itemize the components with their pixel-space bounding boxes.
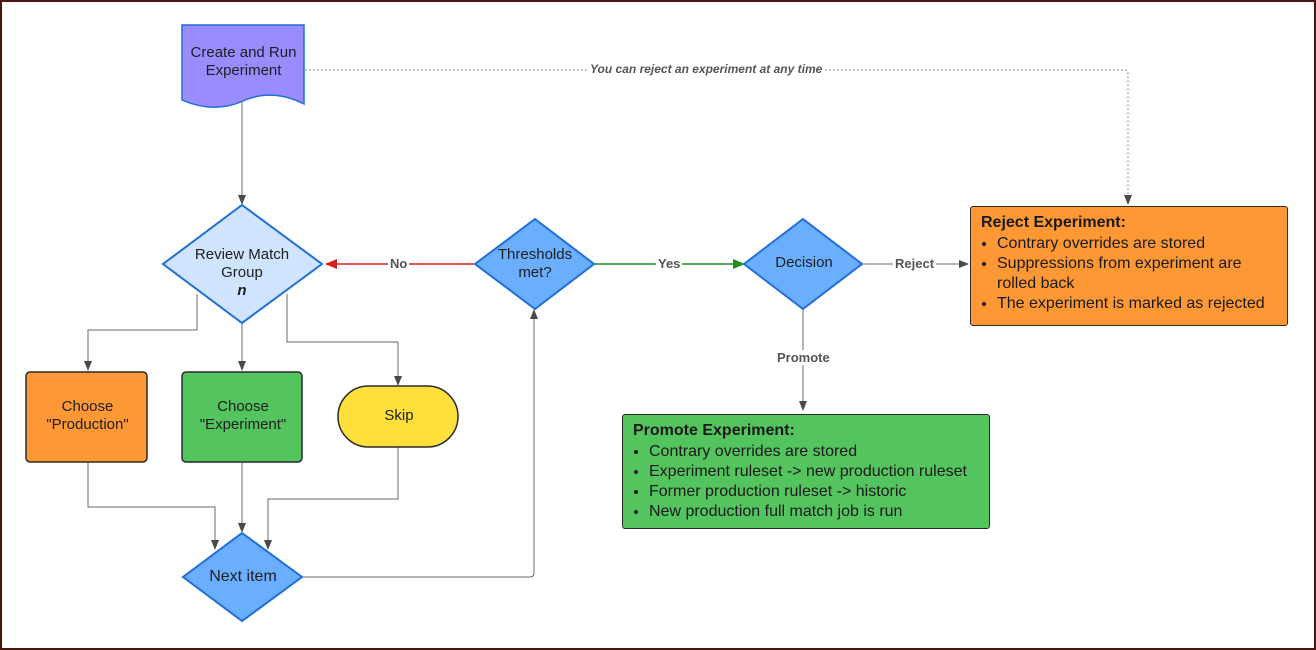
promote-panel-title: Promote Experiment: — [633, 422, 795, 439]
promote-panel-list: Contrary overrides are stored Experiment… — [633, 442, 979, 522]
reject-item: The experiment is marked as rejected — [997, 294, 1277, 314]
skip-terminator — [337, 385, 459, 448]
edge-production-to-next — [87, 462, 219, 550]
edge-review-to-skip — [286, 294, 402, 386]
promote-experiment-panel: Promote Experiment: Contrary overrides a… — [622, 414, 990, 529]
edge-label-no: No — [388, 256, 410, 271]
edge-label-promote: Promote — [775, 350, 832, 365]
create-run-document-shape — [181, 24, 305, 108]
promote-item: Former production ruleset -> historic — [649, 482, 979, 502]
choose-production-box — [25, 371, 148, 463]
reject-experiment-panel: Reject Experiment: Contrary overrides ar… — [970, 206, 1288, 326]
thresholds-diamond — [473, 217, 596, 311]
promote-item: Contrary overrides are stored — [649, 442, 979, 462]
promote-item: New production full match job is run — [649, 502, 979, 522]
edge-skip-to-next — [264, 447, 399, 550]
edge-label-reject: Reject — [893, 256, 937, 271]
edge-reject-any-time — [305, 69, 1132, 205]
decision-diamond — [742, 217, 864, 311]
reject-item: Suppressions from experiment are rolled … — [997, 254, 1277, 294]
promote-item: Experiment ruleset -> new production rul… — [649, 462, 979, 482]
reject-item: Contrary overrides are stored — [997, 234, 1277, 254]
review-match-diamond — [161, 203, 324, 325]
next-item-diamond — [181, 531, 304, 623]
reject-panel-title: Reject Experiment: — [981, 214, 1126, 231]
edge-next-to-thresholds — [303, 309, 538, 578]
choose-experiment-box — [181, 371, 303, 463]
edge-label-yes: Yes — [656, 256, 683, 271]
reject-panel-list: Contrary overrides are stored Suppressio… — [981, 234, 1277, 314]
edge-review-to-production — [84, 294, 198, 371]
reject-any-time-note: You can reject an experiment at any time — [588, 62, 825, 76]
